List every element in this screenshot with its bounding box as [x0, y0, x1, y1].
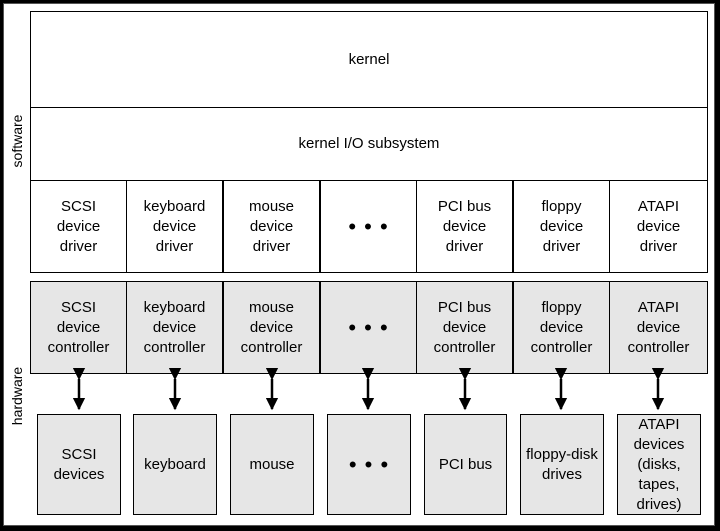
driver-atapi-device-driver: ATAPI device driver [609, 180, 708, 273]
controller-keyboard-device-controller: keyboard device controller [126, 281, 223, 374]
kernel-box: kernel [30, 11, 708, 108]
driver-scsi-device-driver: SCSI device driver [30, 180, 127, 273]
controller-mouse-device-controller: mouse device controller [223, 281, 320, 374]
controller-pci-bus-device-controller: PCI bus device controller [416, 281, 513, 374]
controller-ellipsis: • • • [320, 281, 417, 374]
device-ellipsis: • • • [327, 414, 411, 515]
device-atapi-devices-disks-tapes-drives: ATAPI devices (disks, tapes, drives) [617, 414, 701, 515]
driver-keyboard-device-driver: keyboard device driver [126, 180, 223, 273]
controller-floppy-device-controller: floppy device controller [513, 281, 610, 374]
device-mouse: mouse [230, 414, 314, 515]
device-floppy-disk-drives: floppy-disk drives [520, 414, 604, 515]
driver-ellipsis: • • • [320, 180, 417, 273]
kernel-io-subsystem-box: kernel I/O subsystem [30, 107, 708, 181]
device-pci-bus: PCI bus [424, 414, 507, 515]
device-scsi-devices: SCSI devices [37, 414, 121, 515]
device-keyboard: keyboard [133, 414, 217, 515]
driver-pci-bus-device-driver: PCI bus device driver [416, 180, 513, 273]
controller-scsi-device-controller: SCSI device controller [30, 281, 127, 374]
driver-mouse-device-driver: mouse device driver [223, 180, 320, 273]
controller-atapi-device-controller: ATAPI device controller [609, 281, 708, 374]
